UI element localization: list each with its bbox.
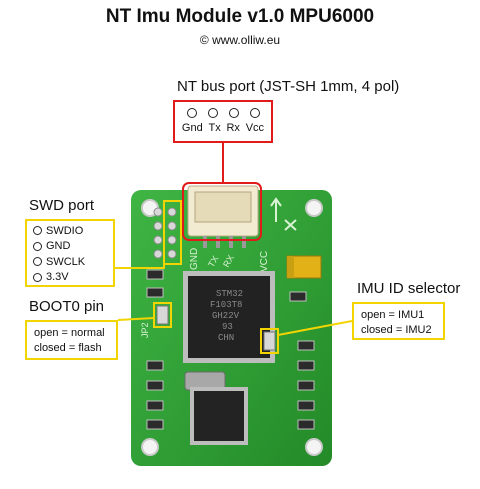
swd-pin-row: SWCLK: [33, 254, 113, 270]
imuid-selector-label: IMU ID selector: [357, 280, 461, 297]
boot0-line-open: open = normal: [34, 326, 105, 339]
copyright-text: © www.olliw.eu: [199, 33, 281, 47]
swd-pin-swclk: SWCLK: [46, 255, 86, 268]
swd-header-highlight: [163, 200, 182, 265]
ntbus-pin-vcc: Vcc: [245, 122, 265, 134]
chip-text-3: GH22V: [212, 311, 240, 321]
ntbus-port-label: NT bus port (JST-SH 1mm, 4 pol): [177, 78, 400, 95]
smd-components-left: [146, 269, 315, 430]
boot0-line-closed: closed = flash: [34, 342, 102, 355]
swd-header-pads: [153, 207, 177, 259]
boot0-pin-label: BOOT0 pin: [29, 298, 105, 315]
imuid-line-open: open = IMU1: [361, 308, 425, 321]
boot0-jumper-pads: [156, 305, 169, 325]
pin-circle-icon: [186, 108, 197, 118]
swd-pin-row: SWDIO: [33, 223, 113, 239]
ntbus-pin-gnd: Gnd: [181, 122, 203, 134]
mount-hole-bottom-right: [305, 438, 323, 456]
mount-hole-top-right: [305, 199, 323, 217]
swd-pin-gnd: GND: [46, 240, 71, 253]
boot0-jumper-highlight: [153, 302, 172, 328]
silk-tx: TX: [206, 254, 220, 269]
swd-pin-row: 3.3V: [33, 270, 113, 286]
swd-pin-box: SWDIO GND SWCLK 3.3V: [25, 219, 115, 287]
chip-text-4: 93: [222, 322, 233, 332]
pin-circle-icon: [249, 108, 260, 118]
swd-pin-3v3: 3.3V: [46, 271, 69, 284]
boot0-callout-line: [117, 317, 155, 321]
swd-pin-swdio: SWDIO: [46, 224, 84, 237]
pin-circle-icon: [228, 108, 239, 118]
silk-jp2: JP2: [140, 322, 150, 338]
ntbus-pin-circles: [175, 108, 271, 118]
imu-sensor-chip: [194, 391, 244, 441]
chip-text-5: CHN: [218, 333, 234, 343]
page-title: NT Imu Module v1.0 MPU6000: [105, 6, 375, 27]
imuid-jumper-highlight: [260, 328, 279, 354]
swd-port-label: SWD port: [29, 197, 95, 214]
pin-circle-icon: [207, 108, 218, 118]
ntbus-pin-rx: Rx: [226, 122, 240, 134]
imuid-info-box: open = IMU1 closed = IMU2: [352, 302, 445, 340]
imuid-jumper-pads: [263, 331, 276, 351]
silk-vcc: VCC: [259, 251, 270, 272]
imuid-callout-line: [277, 320, 353, 336]
imuid-line-closed: closed = IMU2: [361, 324, 432, 337]
jst-connector-opening: [194, 191, 252, 223]
chip-text-2: F103T8: [210, 300, 242, 310]
axis-arrow-marks: [270, 197, 297, 231]
mcu-chip: [188, 276, 270, 358]
ntbus-pin-names: Gnd Tx Rx Vcc: [175, 122, 271, 134]
pin-circle-icon: [33, 226, 42, 236]
ntbus-pin-box: Gnd Tx Rx Vcc: [173, 100, 273, 143]
pin-circle-icon: [33, 257, 42, 267]
silk-gnd: GND: [189, 248, 200, 270]
swd-callout-line: [115, 262, 165, 269]
chip-text-1: STM32: [216, 289, 243, 299]
swd-pin-row: GND: [33, 239, 113, 255]
boot0-info-box: open = normal closed = flash: [25, 320, 118, 360]
ntbus-pin-tx: Tx: [208, 122, 221, 134]
pin-circle-icon: [33, 241, 42, 251]
pin-circle-icon: [33, 272, 42, 282]
mount-hole-bottom-left: [141, 438, 159, 456]
